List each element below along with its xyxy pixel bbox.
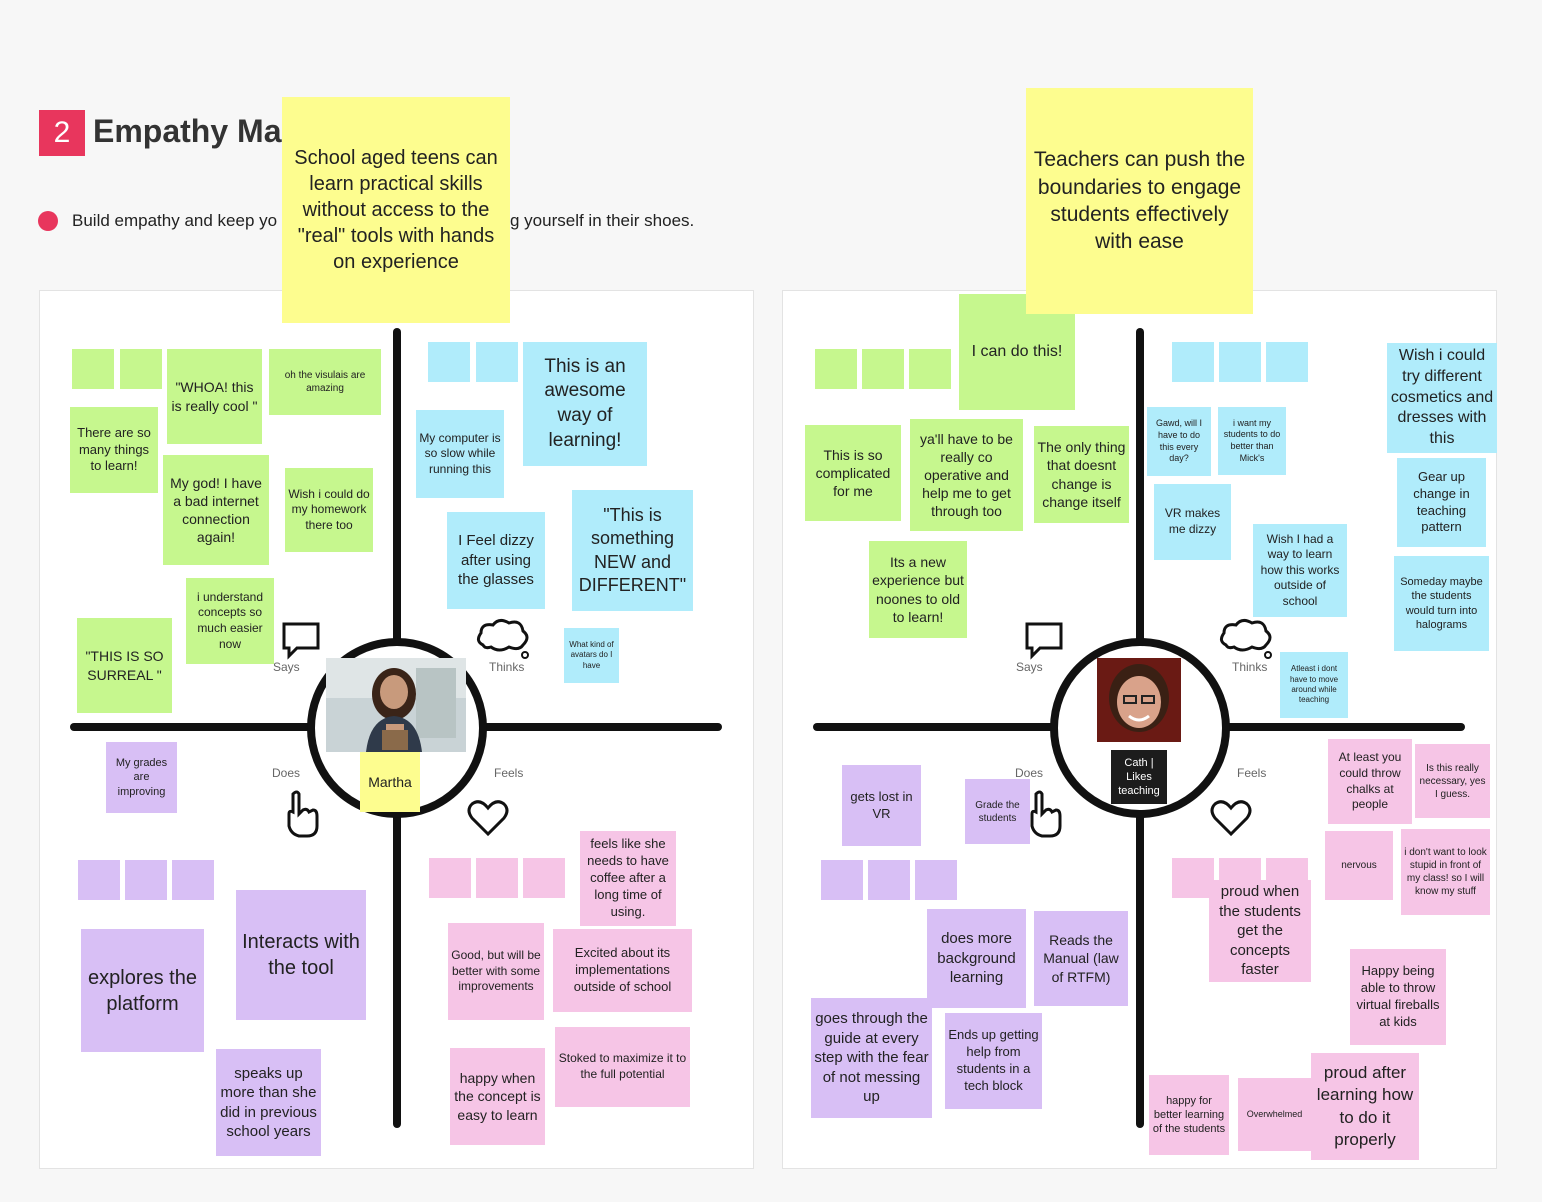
thinks-note[interactable]: i want my students to do better than Mic… bbox=[1218, 407, 1286, 475]
feels-note[interactable]: nervous bbox=[1325, 831, 1393, 900]
empty-note[interactable] bbox=[476, 342, 518, 382]
thinks-note[interactable]: Atleast i dont have to move around while… bbox=[1280, 652, 1348, 718]
feels-note[interactable]: proud when the students get the concepts… bbox=[1209, 880, 1311, 982]
thinks-note[interactable]: VR makes me dizzy bbox=[1154, 484, 1231, 560]
empty-note[interactable] bbox=[120, 349, 162, 389]
thought-cloud-icon bbox=[476, 618, 529, 659]
quadrant-label-feels: Feels bbox=[1237, 766, 1267, 780]
says-note[interactable]: Its a new experience but noones to old t… bbox=[869, 541, 967, 638]
speech-bubble-icon bbox=[1025, 622, 1063, 660]
does-note[interactable]: speaks up more than she did in previous … bbox=[216, 1049, 321, 1156]
does-note[interactable]: My grades are improving bbox=[106, 742, 177, 813]
says-note[interactable]: i understand concepts so much easier now bbox=[186, 578, 274, 664]
feels-note[interactable]: happy when the concept is easy to learn bbox=[450, 1048, 545, 1145]
does-note[interactable]: Grade the students bbox=[965, 779, 1030, 844]
says-note[interactable]: ya'll have to be really co operative and… bbox=[910, 419, 1023, 531]
says-note[interactable]: The only thing that doesnt change is cha… bbox=[1034, 426, 1129, 523]
says-note[interactable]: There are so many things to learn! bbox=[70, 407, 158, 493]
pointing-hand-icon bbox=[1030, 790, 1062, 838]
empty-note[interactable] bbox=[125, 860, 167, 900]
thinks-note[interactable]: Someday maybe the students would turn in… bbox=[1394, 556, 1489, 651]
feels-note[interactable]: At least you could throw chalks at peopl… bbox=[1328, 739, 1412, 824]
headline-note[interactable]: School aged teens can learn practical sk… bbox=[282, 97, 510, 323]
says-note[interactable]: Wish i could do my homework there too bbox=[285, 468, 373, 552]
says-note[interactable]: "WHOA! this is really cool " bbox=[167, 349, 262, 444]
thinks-note[interactable]: Wish i could try different cosmetics and… bbox=[1387, 343, 1497, 453]
says-note[interactable]: I can do this! bbox=[959, 294, 1075, 410]
quadrant-label-thinks: Thinks bbox=[1232, 660, 1268, 674]
empty-note[interactable] bbox=[862, 349, 904, 389]
feels-note[interactable]: Stoked to maximize it to the full potent… bbox=[555, 1027, 690, 1107]
feels-note[interactable]: feels like she needs to have coffee afte… bbox=[580, 831, 676, 926]
does-note[interactable]: Reads the Manual (law of RTFM) bbox=[1034, 911, 1128, 1006]
feels-note[interactable]: Is this really necessary, yes I guess. bbox=[1415, 744, 1490, 818]
heart-icon bbox=[467, 800, 509, 837]
empty-note[interactable] bbox=[429, 858, 471, 898]
quadrant-label-feels: Feels bbox=[494, 766, 524, 780]
quadrant-label-says: Says bbox=[273, 660, 300, 674]
empty-note[interactable] bbox=[476, 858, 518, 898]
bullet-dot bbox=[38, 211, 58, 231]
page-title: Empathy Ma bbox=[93, 113, 282, 149]
empty-note[interactable] bbox=[1219, 342, 1261, 382]
empty-note[interactable] bbox=[868, 860, 910, 900]
persona-photo[interactable] bbox=[1097, 658, 1181, 742]
thinks-note[interactable]: Gear up change in teaching pattern bbox=[1397, 458, 1486, 547]
empty-note[interactable] bbox=[915, 860, 957, 900]
quadrant-label-says: Says bbox=[1016, 660, 1043, 674]
does-note[interactable]: does more background learning bbox=[927, 909, 1026, 1008]
does-note[interactable]: goes through the guide at every step wit… bbox=[811, 998, 932, 1118]
feels-note[interactable]: Good, but will be better with some impro… bbox=[448, 923, 544, 1020]
feels-note[interactable]: Happy being able to throw virtual fireba… bbox=[1350, 949, 1446, 1045]
empty-note[interactable] bbox=[1172, 342, 1214, 382]
does-note[interactable]: Interacts with the tool bbox=[236, 890, 366, 1020]
thinks-note[interactable]: This is an awesome way of learning! bbox=[523, 342, 647, 466]
feels-note[interactable]: proud after learning how to do it proper… bbox=[1311, 1053, 1419, 1160]
thinks-note[interactable]: "This is something NEW and DIFFERENT" bbox=[572, 490, 693, 611]
empty-note[interactable] bbox=[78, 860, 120, 900]
does-note[interactable]: gets lost in VR bbox=[842, 765, 921, 846]
quadrant-label-does: Does bbox=[272, 766, 301, 780]
persona-photo[interactable] bbox=[326, 658, 466, 752]
quadrant-label-does: Does bbox=[1015, 766, 1044, 780]
empty-note[interactable] bbox=[1266, 342, 1308, 382]
section-number-badge: 2 bbox=[39, 110, 85, 156]
empty-note[interactable] bbox=[821, 860, 863, 900]
headline-note[interactable]: Teachers can push the boundaries to enga… bbox=[1026, 88, 1253, 314]
quadrant-label-thinks: Thinks bbox=[489, 660, 525, 674]
says-note[interactable]: oh the visulais are amazing bbox=[269, 349, 381, 415]
empty-note[interactable] bbox=[1172, 858, 1214, 898]
says-note[interactable]: My god! I have a bad internet connection… bbox=[163, 455, 269, 565]
pointing-hand-icon bbox=[287, 790, 319, 838]
feels-note[interactable]: Overwhelmed bbox=[1238, 1078, 1311, 1151]
says-note[interactable]: This is so complicated for me bbox=[805, 425, 901, 521]
feels-note[interactable]: happy for better learning of the student… bbox=[1149, 1075, 1229, 1155]
empty-note[interactable] bbox=[428, 342, 470, 382]
thinks-note[interactable]: Gawd, will I have to do this every day? bbox=[1147, 407, 1211, 476]
does-note[interactable]: explores the platform bbox=[81, 929, 204, 1052]
heart-icon bbox=[1210, 800, 1252, 837]
empty-note[interactable] bbox=[172, 860, 214, 900]
thinks-note[interactable]: What kind of avatars do I have bbox=[564, 628, 619, 683]
thinks-note[interactable]: My computer is so slow while running thi… bbox=[416, 410, 504, 498]
subtitle-tail: g yourself in their shoes. bbox=[510, 211, 695, 230]
empty-note[interactable] bbox=[815, 349, 857, 389]
feels-note[interactable]: i don't want to look stupid in front of … bbox=[1401, 829, 1490, 915]
thinks-note[interactable]: I Feel dizzy after using the glasses bbox=[447, 512, 545, 609]
thinks-note[interactable]: Wish I had a way to learn how this works… bbox=[1253, 524, 1347, 617]
thought-cloud-icon bbox=[1219, 618, 1272, 659]
feels-note[interactable]: Excited about its implementations outsid… bbox=[553, 929, 692, 1012]
empty-note[interactable] bbox=[72, 349, 114, 389]
says-note[interactable]: "THIS IS SO SURREAL " bbox=[77, 618, 172, 713]
persona-name-note[interactable]: Martha bbox=[360, 752, 420, 812]
subtitle: Build empathy and keep yo bbox=[72, 211, 278, 230]
speech-bubble-icon bbox=[282, 622, 320, 660]
persona-name-note[interactable]: Cath | Likes teaching bbox=[1111, 750, 1167, 804]
does-note[interactable]: Ends up getting help from students in a … bbox=[945, 1013, 1042, 1109]
empty-note[interactable] bbox=[909, 349, 951, 389]
empty-note[interactable] bbox=[523, 858, 565, 898]
